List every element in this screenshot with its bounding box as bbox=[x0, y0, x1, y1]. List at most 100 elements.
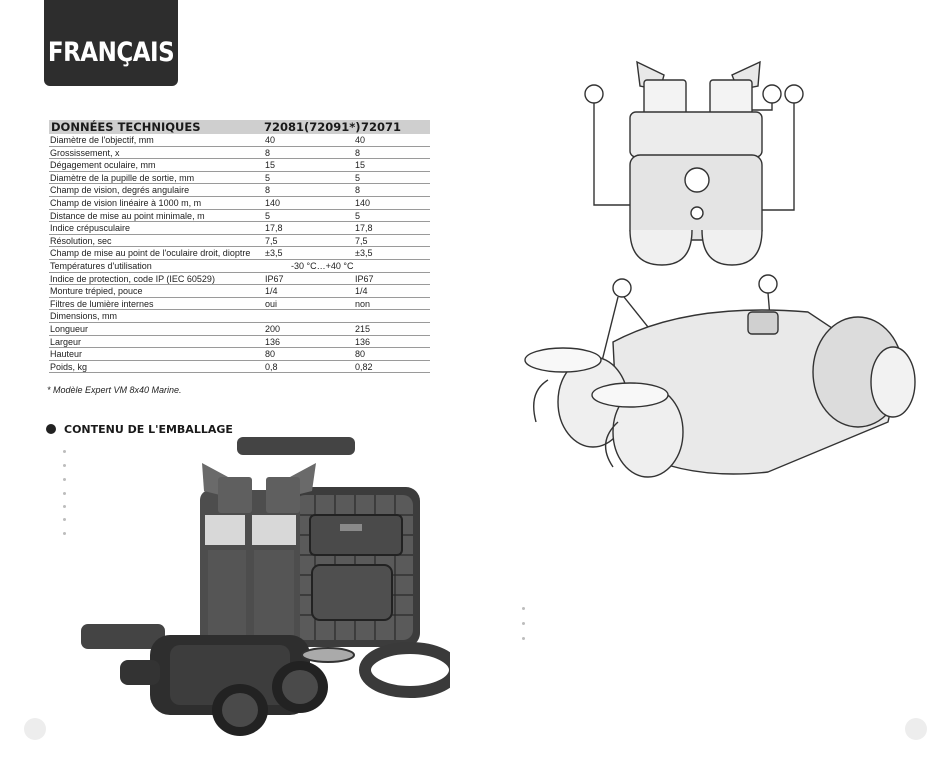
spec-label: Grossissement, x bbox=[50, 147, 120, 158]
spec-row: Indice de protection, code IP (IEC 60529… bbox=[49, 273, 430, 286]
list-bullet bbox=[522, 607, 525, 610]
list-bullet bbox=[522, 637, 525, 640]
spec-row: Indice crépusculaire 17,8 17,8 bbox=[49, 222, 430, 235]
binocular-front-diagram bbox=[584, 60, 804, 266]
spec-value-72081: ±3,5 bbox=[265, 248, 283, 259]
spec-value-72081: 40 bbox=[265, 135, 276, 145]
spec-row: Dimensions, mm bbox=[49, 310, 430, 323]
bullet-icon bbox=[46, 424, 56, 434]
lens-cap-icon bbox=[524, 347, 602, 373]
list-bullet bbox=[63, 492, 66, 495]
spec-label: Indice crépusculaire bbox=[50, 223, 131, 234]
callout-circle bbox=[762, 84, 782, 104]
spec-value-72081: 15 bbox=[265, 160, 276, 171]
spec-title: DONNÉES TECHNIQUES bbox=[51, 120, 201, 134]
spec-label: Dimensions, mm bbox=[50, 311, 118, 322]
spec-label: Hauteur bbox=[50, 349, 83, 360]
spec-label: Largeur bbox=[50, 336, 82, 347]
spec-value-72081: 17,8 bbox=[265, 223, 283, 234]
spec-value-72071: 5 bbox=[355, 210, 361, 221]
spec-value-72071: 1/4 bbox=[355, 286, 368, 297]
spec-label: Résolution, sec bbox=[50, 235, 112, 246]
rotate-arrow-icon bbox=[605, 421, 619, 468]
spec-value-72071: 80 bbox=[355, 349, 366, 360]
spec-label: Champ de mise au point de l'oculaire dro… bbox=[50, 248, 251, 259]
spec-value-72071: 136 bbox=[355, 336, 371, 347]
focus-knob-icon bbox=[747, 311, 779, 335]
spec-value-72071: ±3,5 bbox=[355, 248, 373, 259]
page-number-right bbox=[905, 718, 927, 740]
spec-label: Filtres de lumière internes bbox=[50, 298, 154, 309]
package-contents-photo bbox=[120, 463, 450, 736]
spec-value-72071: 7,5 bbox=[355, 235, 368, 246]
list-bullet bbox=[63, 450, 66, 453]
list-bullet bbox=[63, 505, 66, 508]
spec-value-72071: 17,8 bbox=[355, 223, 373, 234]
spec-value-72081: 200 bbox=[265, 323, 281, 334]
spec-label: Poids, kg bbox=[50, 361, 88, 372]
spec-value-72081: -30 °C…+40 °C bbox=[291, 260, 354, 271]
spec-row: Champ de vision, degrés angulaire 8 8 bbox=[49, 184, 430, 197]
spec-row: Résolution, sec 7,5 7,5 bbox=[49, 235, 430, 248]
callout-circle bbox=[784, 84, 804, 104]
tripod-socket-icon bbox=[690, 206, 704, 220]
spec-value-72071: 5 bbox=[355, 172, 361, 183]
language-tab: FRANÇAIS bbox=[44, 0, 178, 86]
page-number-left bbox=[24, 718, 46, 740]
spec-value-72081: 136 bbox=[265, 336, 281, 347]
spec-col-72071: 72071 bbox=[361, 120, 402, 134]
neck-strap-icon bbox=[359, 642, 450, 698]
spec-value-72071: 8 bbox=[355, 185, 361, 196]
spec-value-72071: 40 bbox=[355, 135, 366, 145]
spec-label: Températures d'utilisation bbox=[50, 260, 152, 271]
package-label-bar bbox=[237, 437, 355, 455]
spec-label: Distance de mise au point minimale, m bbox=[50, 210, 205, 221]
spec-label: Diamètre de la pupille de sortie, mm bbox=[50, 172, 195, 183]
spec-value-72071: non bbox=[355, 298, 371, 309]
package-section-title: CONTENU DE L'EMBALLAGE bbox=[46, 423, 233, 436]
model-label-bar bbox=[81, 624, 165, 649]
spec-table-header: DONNÉES TECHNIQUES 72081(72091*) 72071 bbox=[49, 120, 430, 134]
spec-value-72071: 0,82 bbox=[355, 361, 373, 372]
spec-value-72081: 7,5 bbox=[265, 235, 278, 246]
spec-value-72081: 5 bbox=[265, 172, 271, 183]
rotate-arrow-icon bbox=[533, 379, 549, 423]
spec-value-72081: 8 bbox=[265, 185, 271, 196]
spec-label: Champ de vision, degrés angulaire bbox=[50, 185, 190, 196]
spec-label: Dégagement oculaire, mm bbox=[50, 160, 156, 171]
spec-value-72081: 8 bbox=[265, 147, 271, 158]
spec-row: Températures d'utilisation -30 °C…+40 °C bbox=[49, 260, 430, 273]
spec-row: Dégagement oculaire, mm 15 15 bbox=[49, 159, 430, 172]
list-bullet bbox=[63, 478, 66, 481]
spec-value-72071: 140 bbox=[355, 197, 371, 208]
spec-value-72081: IP67 bbox=[265, 273, 284, 284]
binoculars-side-icon bbox=[120, 635, 355, 736]
spec-row: Largeur 136 136 bbox=[49, 336, 430, 349]
package-title: CONTENU DE L'EMBALLAGE bbox=[64, 423, 233, 436]
carry-case-icon bbox=[288, 487, 420, 647]
spec-label: Monture trépied, pouce bbox=[50, 286, 143, 297]
spec-value-72071: 8 bbox=[355, 147, 361, 158]
list-bullet bbox=[63, 532, 66, 535]
list-bullet bbox=[63, 464, 66, 467]
spec-value-72071: 15 bbox=[355, 160, 366, 171]
footnote: * Modèle Expert VM 8x40 Marine. bbox=[47, 385, 182, 395]
focus-wheel-icon bbox=[684, 167, 710, 193]
callout-circle bbox=[612, 278, 632, 298]
callout-circle bbox=[758, 274, 778, 294]
spec-row: Grossissement, x 8 8 bbox=[49, 147, 430, 160]
lens-cap-icon bbox=[591, 382, 669, 408]
spec-value-72081: 140 bbox=[265, 197, 281, 208]
list-bullet bbox=[522, 622, 525, 625]
binocular-caps-diagram bbox=[524, 274, 916, 478]
spec-table: DONNÉES TECHNIQUES 72081(72091*) 72071 D… bbox=[49, 120, 430, 374]
